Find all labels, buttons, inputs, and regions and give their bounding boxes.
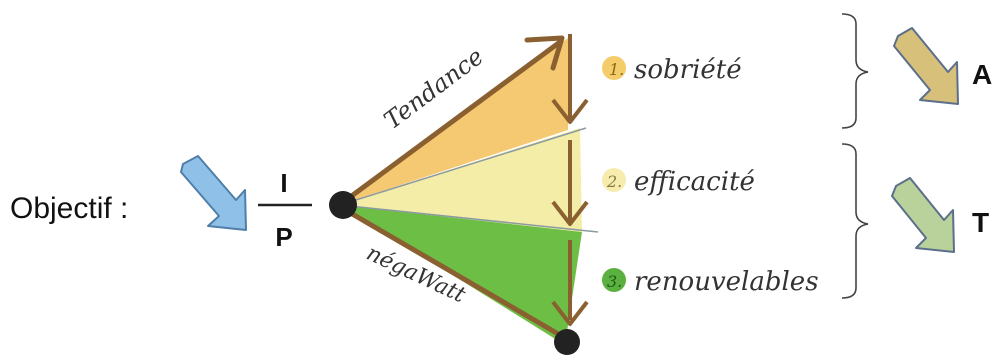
objective-label: Objectif : [10,192,128,225]
fraction-denominator: P [275,222,292,252]
origin-dot [329,191,357,219]
step-1-number: 1. [609,60,624,79]
objective-arrow-icon [180,155,247,231]
renewable-arrow-head [551,300,589,326]
step-2-number: 2. [606,172,622,191]
brace-bottom [841,143,869,299]
group-t-letter: T [972,207,989,238]
trend-arrow-head [524,35,565,71]
group-a-arrow-icon [893,27,959,105]
step-3-number: 3. [607,272,622,291]
group-a-letter: A [972,59,992,90]
step-2-badge [602,168,626,192]
fraction-numerator: I [280,168,287,198]
step-3-label: renouvelables [634,267,819,297]
negawatt-arrow [339,205,563,338]
step-3-badge [602,268,626,292]
step-1-label: sobriété [634,55,742,85]
efficiency-zone [340,128,582,232]
sobriety-arrow-head [551,98,589,124]
brace-top [841,13,869,129]
separator-line-bottom [339,204,599,233]
step-2-label: efficacité [634,167,755,197]
trend-arrow [339,39,563,206]
efficiency-arrow-head [551,200,589,226]
end-dot [554,329,580,355]
separator-line-top [339,127,587,206]
group-t-arrow-icon [891,177,955,253]
step-1-badge [602,56,626,80]
